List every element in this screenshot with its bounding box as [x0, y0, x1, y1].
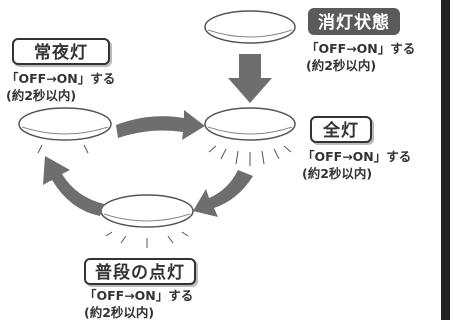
state-full-label: 全灯	[310, 116, 372, 143]
arrow-down-icon	[228, 54, 272, 103]
state-full-action: 「OFF→ON」する	[302, 149, 412, 164]
arrow-right-icon	[116, 110, 205, 140]
state-night-note: 「OFF→ON」する (約2秒以内)	[6, 70, 115, 104]
state-normal-action: 「OFF→ON」する	[84, 288, 194, 303]
state-off-note: 「OFF→ON」する (約2秒以内)	[306, 40, 415, 74]
arrow-curve-up-icon	[43, 156, 104, 216]
lamp-off-icon	[204, 10, 296, 44]
state-night-action: 「OFF→ON」する	[6, 71, 116, 86]
lamp-normal-icon	[100, 194, 194, 248]
right-border-bar	[441, 0, 450, 320]
state-night-label: 常夜灯	[12, 38, 110, 65]
arrow-curve-down-icon	[193, 170, 253, 217]
state-normal-note: 「OFF→ON」する (約2秒以内)	[84, 287, 193, 321]
state-normal-label: 普段の点灯	[84, 258, 196, 285]
state-night-time: (約2秒以内)	[6, 88, 77, 103]
state-off-label: 消灯状態	[308, 8, 400, 35]
state-off-time: (約2秒以内)	[306, 58, 377, 73]
state-normal-time: (約2秒以内)	[84, 305, 155, 320]
state-off-action: 「OFF→ON」する	[306, 41, 416, 56]
state-full-time: (約2秒以内)	[302, 166, 373, 181]
lamp-full-icon	[204, 107, 296, 166]
lamp-night-icon	[18, 107, 112, 154]
state-full-note: 「OFF→ON」する (約2秒以内)	[302, 148, 411, 182]
